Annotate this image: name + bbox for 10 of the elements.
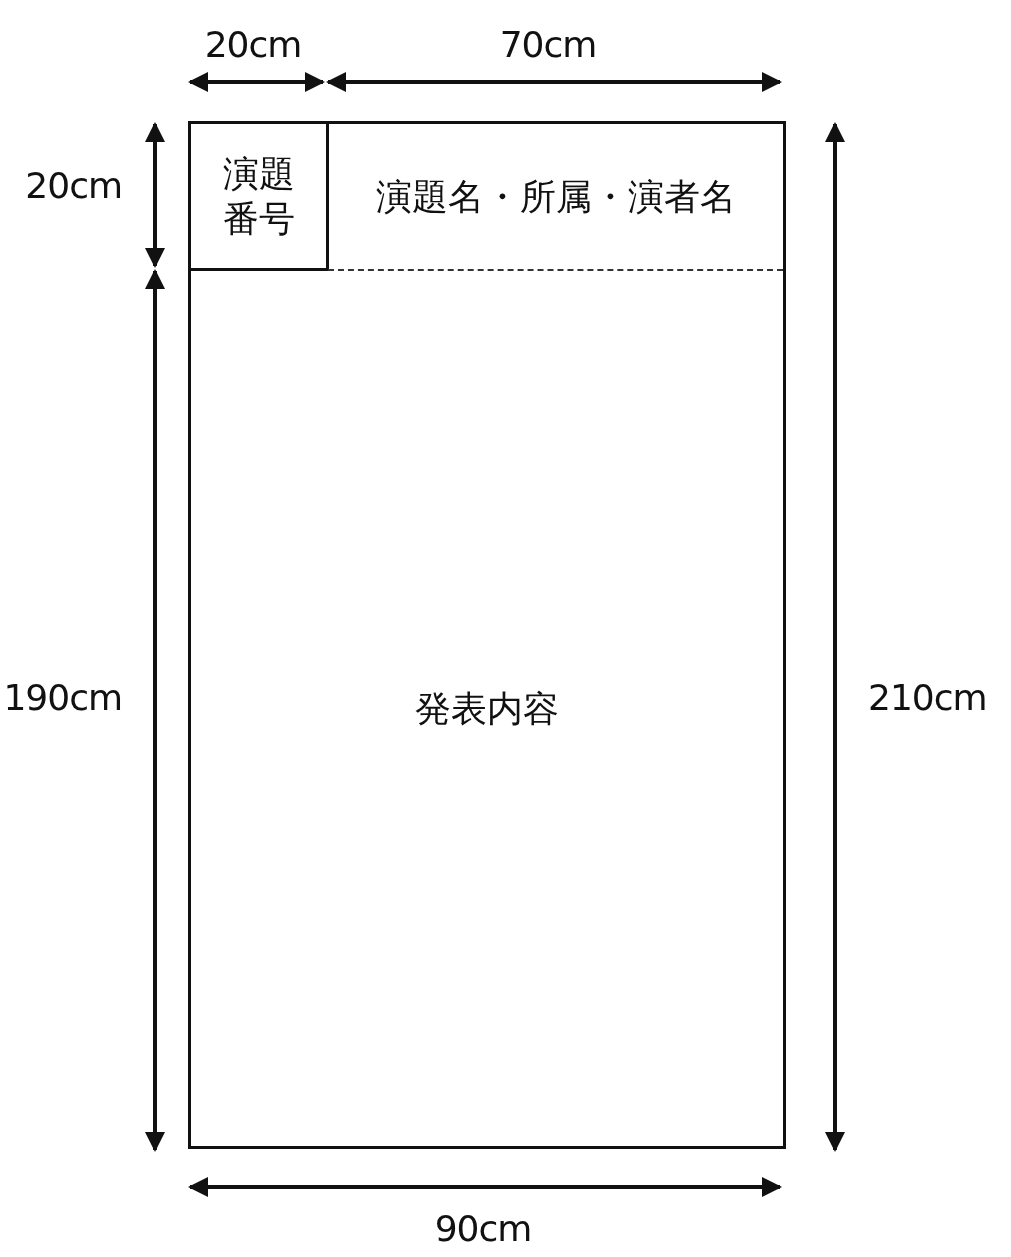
dimension-label: 210cm — [868, 676, 987, 718]
area-label: 演題番号 — [221, 152, 296, 241]
area-label: 発表内容 — [415, 687, 559, 731]
dimension-label: 20cm — [25, 164, 122, 206]
poster-outline — [188, 121, 786, 1149]
dimension-label: 190cm — [3, 676, 122, 718]
dimension-label: 90cm — [434, 1207, 532, 1249]
dimension-label: 20cm — [204, 23, 302, 65]
dimension-label: 70cm — [499, 23, 597, 65]
area-label: 演題名・所属・演者名 — [375, 175, 736, 219]
